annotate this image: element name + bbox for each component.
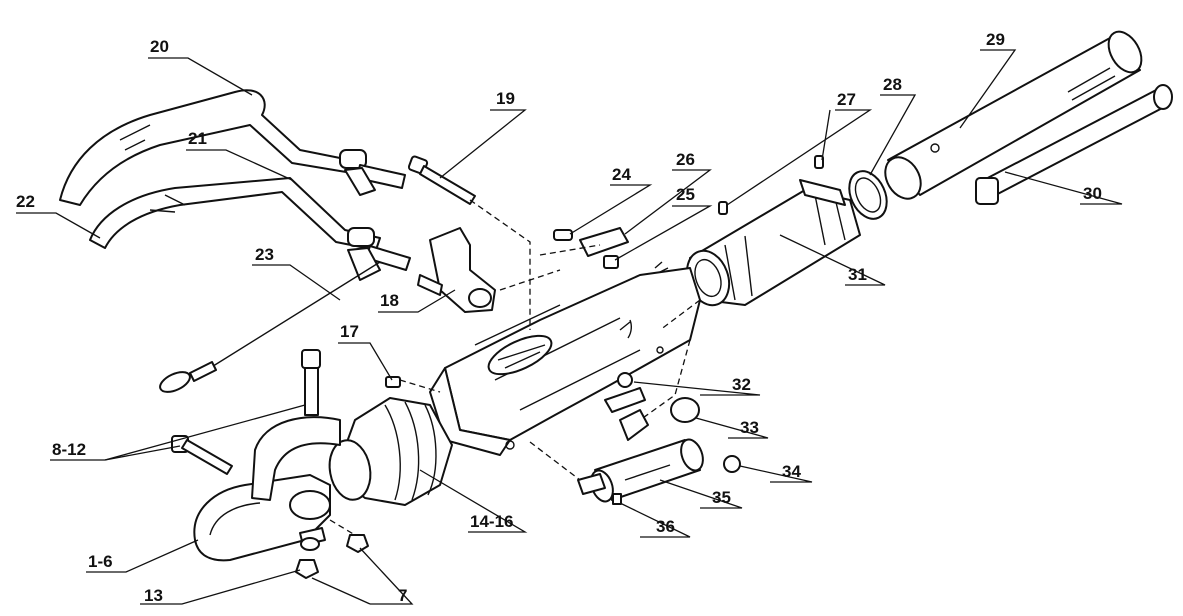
part-label-33: 33 [740,418,759,437]
part-label-1-6: 1-6 [88,552,113,571]
part-label-20: 20 [150,37,169,56]
brake-cable-part [159,261,381,393]
coupling-head-part [193,416,341,562]
part-label-28: 28 [883,75,902,94]
part-label-32: 32 [732,375,751,394]
drawbar-tube-part [884,30,1143,200]
coupling-frame-part [429,261,701,456]
gas-damper-part [577,438,704,505]
part-label-34: 34 [782,462,801,481]
handbrake-lever-upper-part [59,89,406,206]
part-label-24: 24 [612,165,631,184]
grease-nipple-parts [718,155,824,215]
part-label-30: 30 [1083,184,1102,203]
seal-ring-part [848,170,888,220]
part-label-18: 18 [380,291,399,310]
part-label-23: 23 [255,245,274,264]
lever-bracket-part [417,227,496,313]
part-label-21: 21 [188,129,207,148]
part-label-17: 17 [340,322,359,341]
part-label-26: 26 [676,150,695,169]
part-labels: 20 21 22 19 23 18 17 8-12 1-6 13 7 14-16… [16,30,1102,605]
bolt-part [407,155,476,205]
part-label-29: 29 [986,30,1005,49]
part-label-36: 36 [656,517,675,536]
handbrake-lever-lower-part [89,177,411,281]
part-label-27: 27 [837,90,856,109]
assembly-guide-lines [329,199,701,536]
part-label-31: 31 [848,265,867,284]
part-label-22: 22 [16,192,35,211]
part-label-14-16: 14-16 [470,512,513,531]
inner-rod-part [975,84,1173,205]
part-label-19: 19 [496,89,515,108]
coupling-bolts-part [171,349,321,475]
part-label-13: 13 [144,586,163,605]
bellows-part [328,397,453,506]
leader-lines [16,49,1123,605]
damper-housing-part [685,179,861,307]
part-label-7: 7 [398,586,407,605]
part-label-25: 25 [676,185,695,204]
part-label-8-12: 8-12 [52,440,86,459]
part-label-35: 35 [712,488,731,507]
small-pin-parts [553,227,629,269]
washer-nut-parts [617,372,741,473]
screw-nut-parts [295,376,401,579]
